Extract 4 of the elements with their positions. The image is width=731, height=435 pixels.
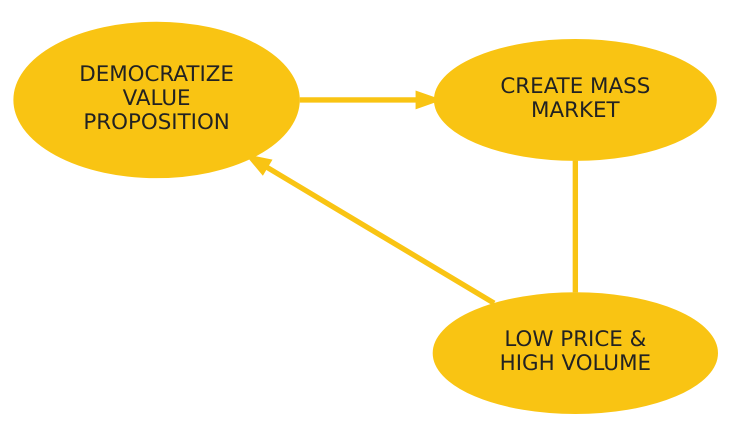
- node-ellipse: CREATE MASS MARKET: [434, 38, 717, 160]
- node-ellipse: DEMOCRATIZE VALUE PROPOSITION: [13, 21, 300, 178]
- connector: [572, 160, 578, 292]
- node-ellipse: LOW PRICE & HIGH VOLUME: [432, 292, 718, 414]
